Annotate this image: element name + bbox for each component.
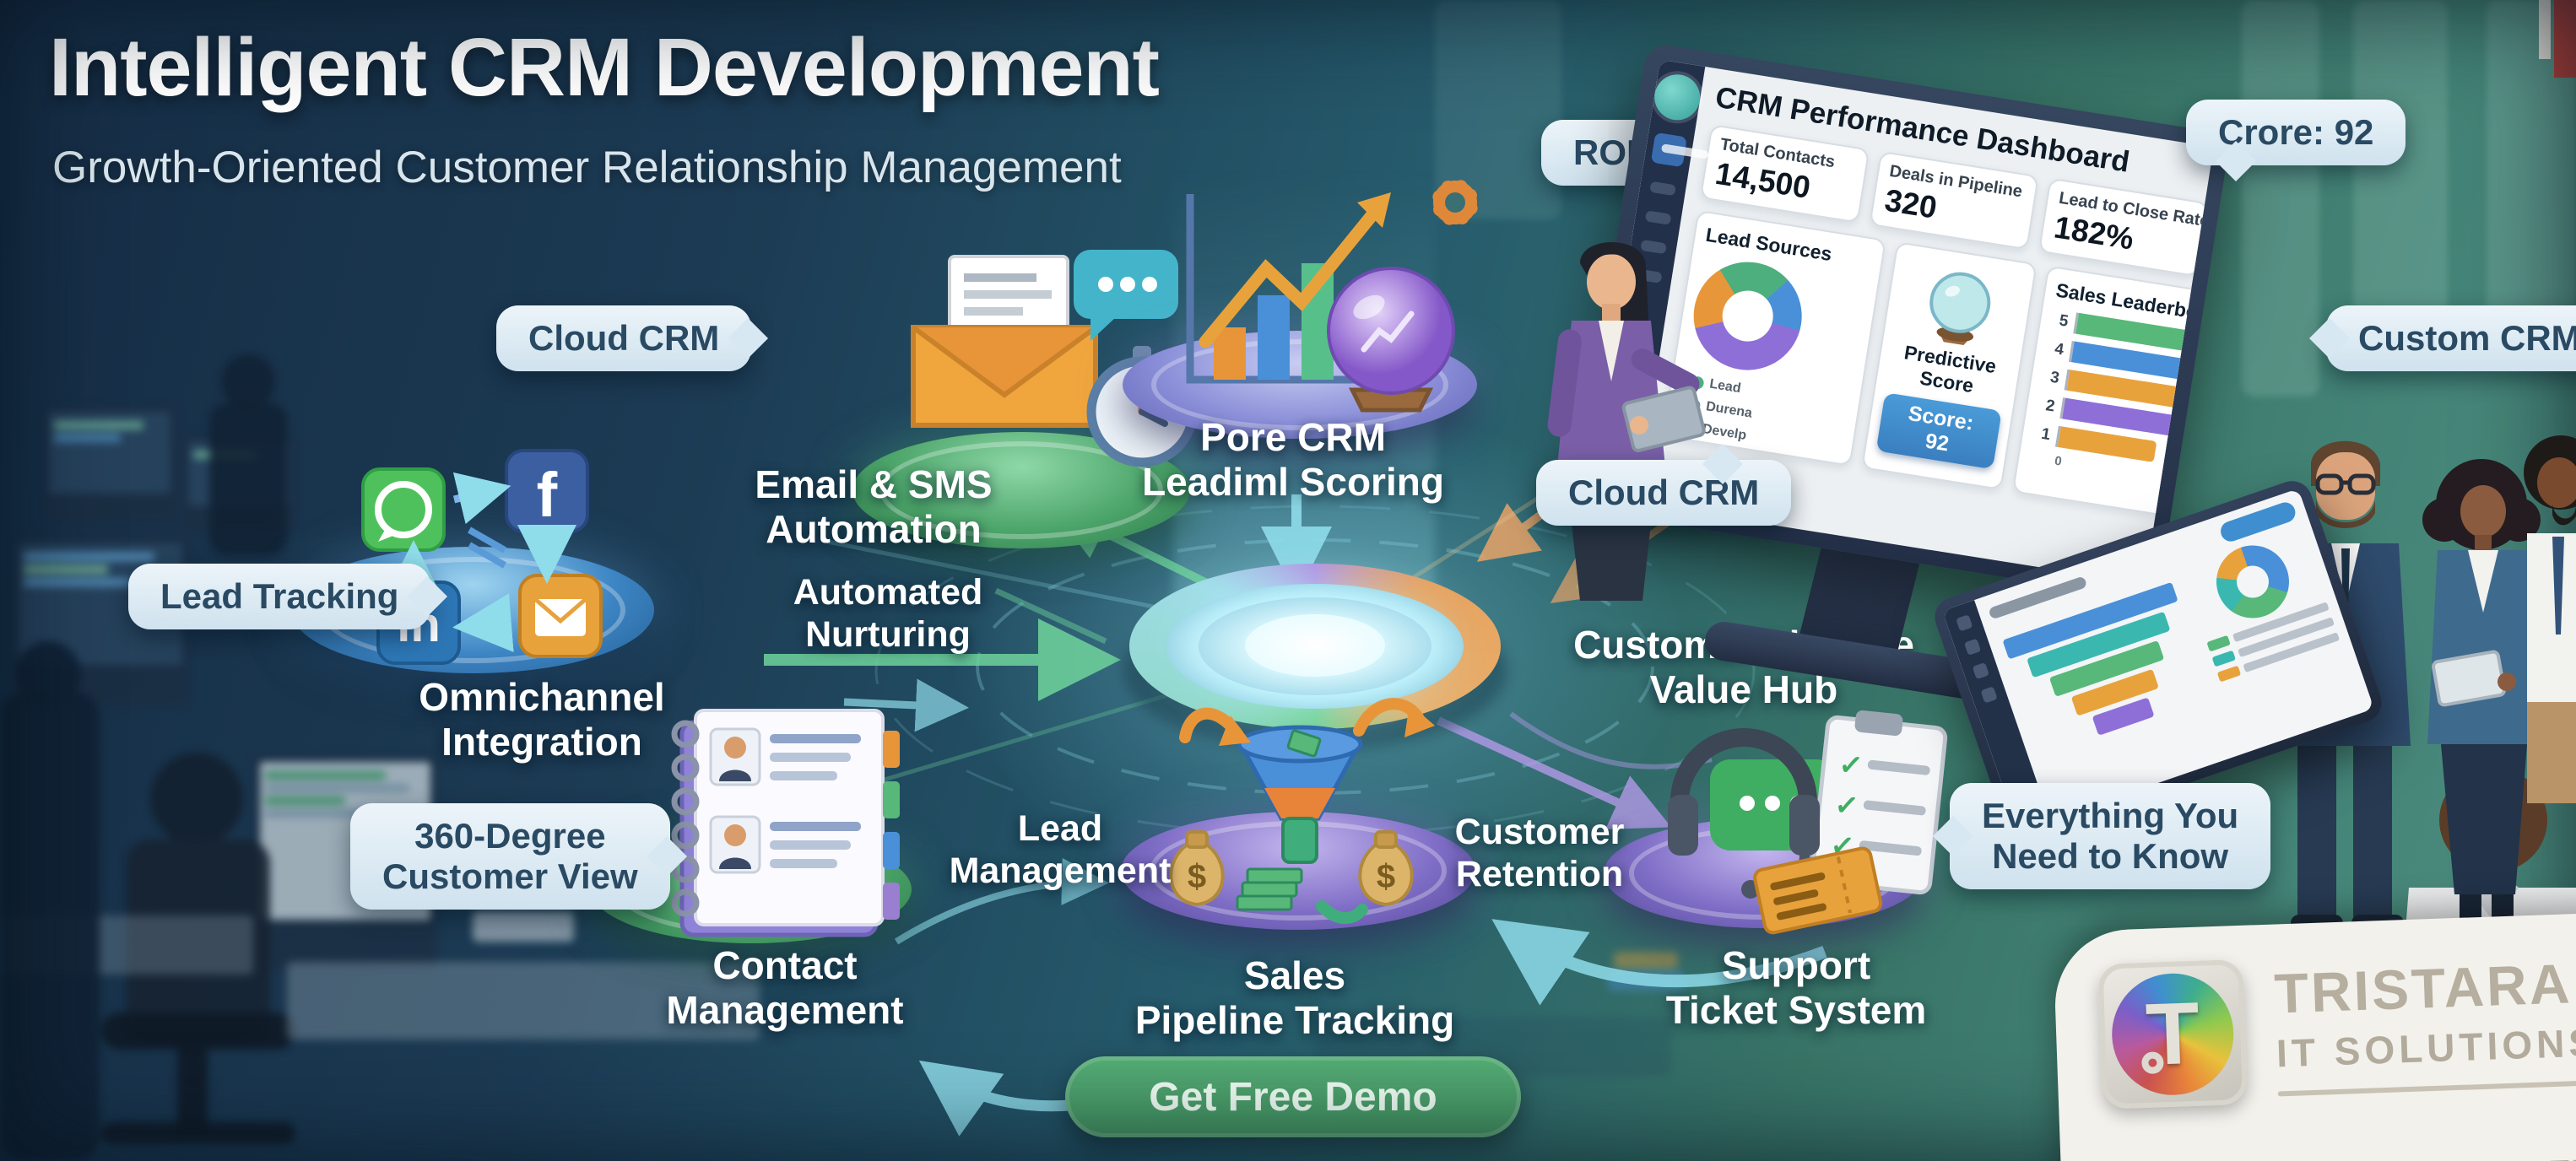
businessman-partial — [2524, 435, 2576, 803]
svg-text:$: $ — [1377, 858, 1395, 895]
sales-funnel-icon: $ $ — [1169, 698, 1435, 924]
bubble-crore: Crore: 92 — [2186, 100, 2406, 181]
office-chair-silhouette — [101, 1122, 295, 1144]
bubble-cloud-crm-left: Cloud CRM — [496, 305, 769, 371]
background-desk — [287, 962, 760, 1040]
presenter-woman — [1547, 241, 1706, 601]
brand-logo-badge: T — [2097, 958, 2249, 1110]
seated-person-silhouette — [127, 840, 270, 1042]
brand-logo-card: T TRISTARA IT SOLUTIONS CRAFT YOUR DIGIT… — [2052, 910, 2576, 1161]
crystal-ball-icon — [1929, 272, 1991, 345]
background-person-silhouette — [221, 354, 275, 408]
predictive-score-card: Predictive Score Score: 92 — [1861, 241, 2038, 491]
stat-lead-close-rate: Lead to Close Rate 182% — [2038, 177, 2209, 278]
sidebar-item[interactable] — [1649, 181, 1676, 197]
svg-text:✓: ✓ — [1833, 789, 1860, 824]
avatar — [1651, 71, 1704, 124]
dashboard-screen: CRM Performance Dashboard Total Contacts… — [1590, 59, 2214, 585]
corner-accent — [2539, 0, 2576, 78]
stat-total-contacts: Total Contacts 14,500 — [1699, 124, 1870, 224]
score-pill: Score: 92 — [1875, 392, 2002, 470]
svg-text:f: f — [537, 460, 558, 530]
svg-text:✓: ✓ — [1837, 748, 1864, 783]
background-person-silhouette — [209, 403, 287, 555]
lead-sources-donut-chart — [1686, 254, 1810, 378]
legend-item: Lead — [1690, 374, 1756, 399]
background-papers — [473, 911, 574, 942]
brand-logo-icon: T — [2109, 971, 2236, 1098]
brand-name-2: IT SOLUTIONS — [2276, 1020, 2576, 1076]
brand-name: TRISTARA — [2273, 952, 2573, 1025]
lead-scoring-icon — [1186, 180, 1478, 413]
brand-tagline: CRAFT YOUR DIGITAL FUTURE — [2112, 1151, 2576, 1161]
contact-book-icon — [671, 709, 900, 937]
sidebar-item[interactable] — [1644, 210, 1672, 225]
tablet-donut-chart — [2206, 535, 2299, 629]
dashboard-main: CRM Performance Dashboard Total Contacts… — [1636, 67, 2214, 584]
bubble-custom-crm: Custom CRM — [2308, 305, 2576, 371]
seated-person-silhouette — [150, 753, 243, 845]
omnichannel-icons: f in — [361, 449, 603, 665]
page-title: Intelligent CRM Development — [49, 21, 1160, 113]
email-sms-icon — [911, 250, 1198, 467]
brand-divider — [2277, 1079, 2576, 1097]
monitor-frame: CRM Performance Dashboard Total Contacts… — [1573, 42, 2232, 602]
page-subtitle: Growth-Oriented Customer Relationship Ma… — [52, 143, 1122, 192]
bubble-cloud-crm-right: Cloud CRM — [1536, 443, 1792, 526]
svg-text:$: $ — [1188, 858, 1206, 895]
office-chair-silhouette — [177, 1046, 208, 1131]
bubble-lead-tracking: Lead Tracking — [128, 564, 448, 629]
businesswoman-tablet — [2422, 459, 2541, 945]
stat-deals-pipeline: Deals in Pipeline 320 — [1869, 150, 2040, 251]
background-monitor-icon — [42, 405, 177, 523]
office-chair-silhouette — [101, 1012, 295, 1050]
standing-person-silhouette — [15, 641, 81, 707]
standing-person-silhouette — [0, 692, 100, 1161]
support-ticket-icon: ✓✓✓ — [1668, 710, 1948, 935]
crm-dashboard-monitor: CRM Performance Dashboard Total Contacts… — [1573, 42, 2232, 704]
get-free-demo-button[interactable]: Get Free Demo — [1065, 1056, 1521, 1137]
sidebar-item-active[interactable] — [1650, 132, 1687, 168]
